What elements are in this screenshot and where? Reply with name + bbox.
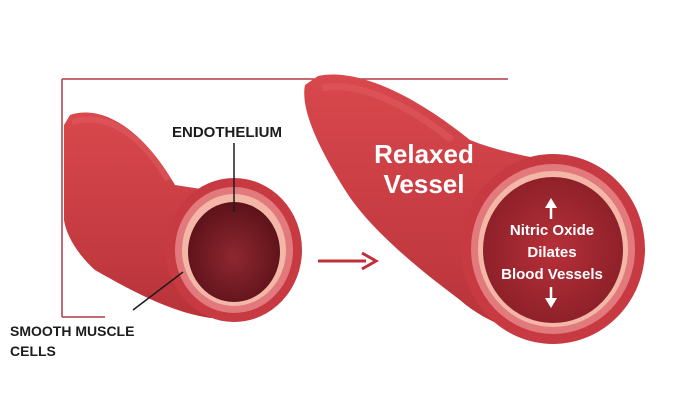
down-arrow-icon — [545, 287, 557, 308]
constricted-vessel-highlight — [71, 116, 171, 182]
smooth-muscle-pointer — [132, 271, 184, 311]
smooth-muscle-label-line1: SMOOTH MUSCLE — [10, 323, 134, 339]
constricted-vessel — [64, 112, 302, 322]
constricted-lumen — [188, 202, 280, 302]
endothelium-label: ENDOTHELIUM — [172, 124, 282, 141]
nitric-oxide-line1: Nitric Oxide — [510, 222, 594, 239]
nitric-oxide-line2: Dilates — [527, 244, 576, 261]
relaxed-vessel — [304, 74, 645, 344]
nitric-oxide-line3: Blood Vessels — [501, 266, 603, 283]
relaxed-vessel-title-line2: Vessel — [384, 169, 465, 199]
relaxed-vessel-highlight — [321, 83, 455, 143]
smooth-muscle-label-line2: CELLS — [10, 343, 56, 359]
transition-arrow — [318, 251, 380, 271]
relaxed-lumen — [483, 177, 623, 323]
up-arrow-icon — [545, 198, 557, 219]
relaxed-vessel-title-line1: Relaxed — [374, 139, 474, 169]
